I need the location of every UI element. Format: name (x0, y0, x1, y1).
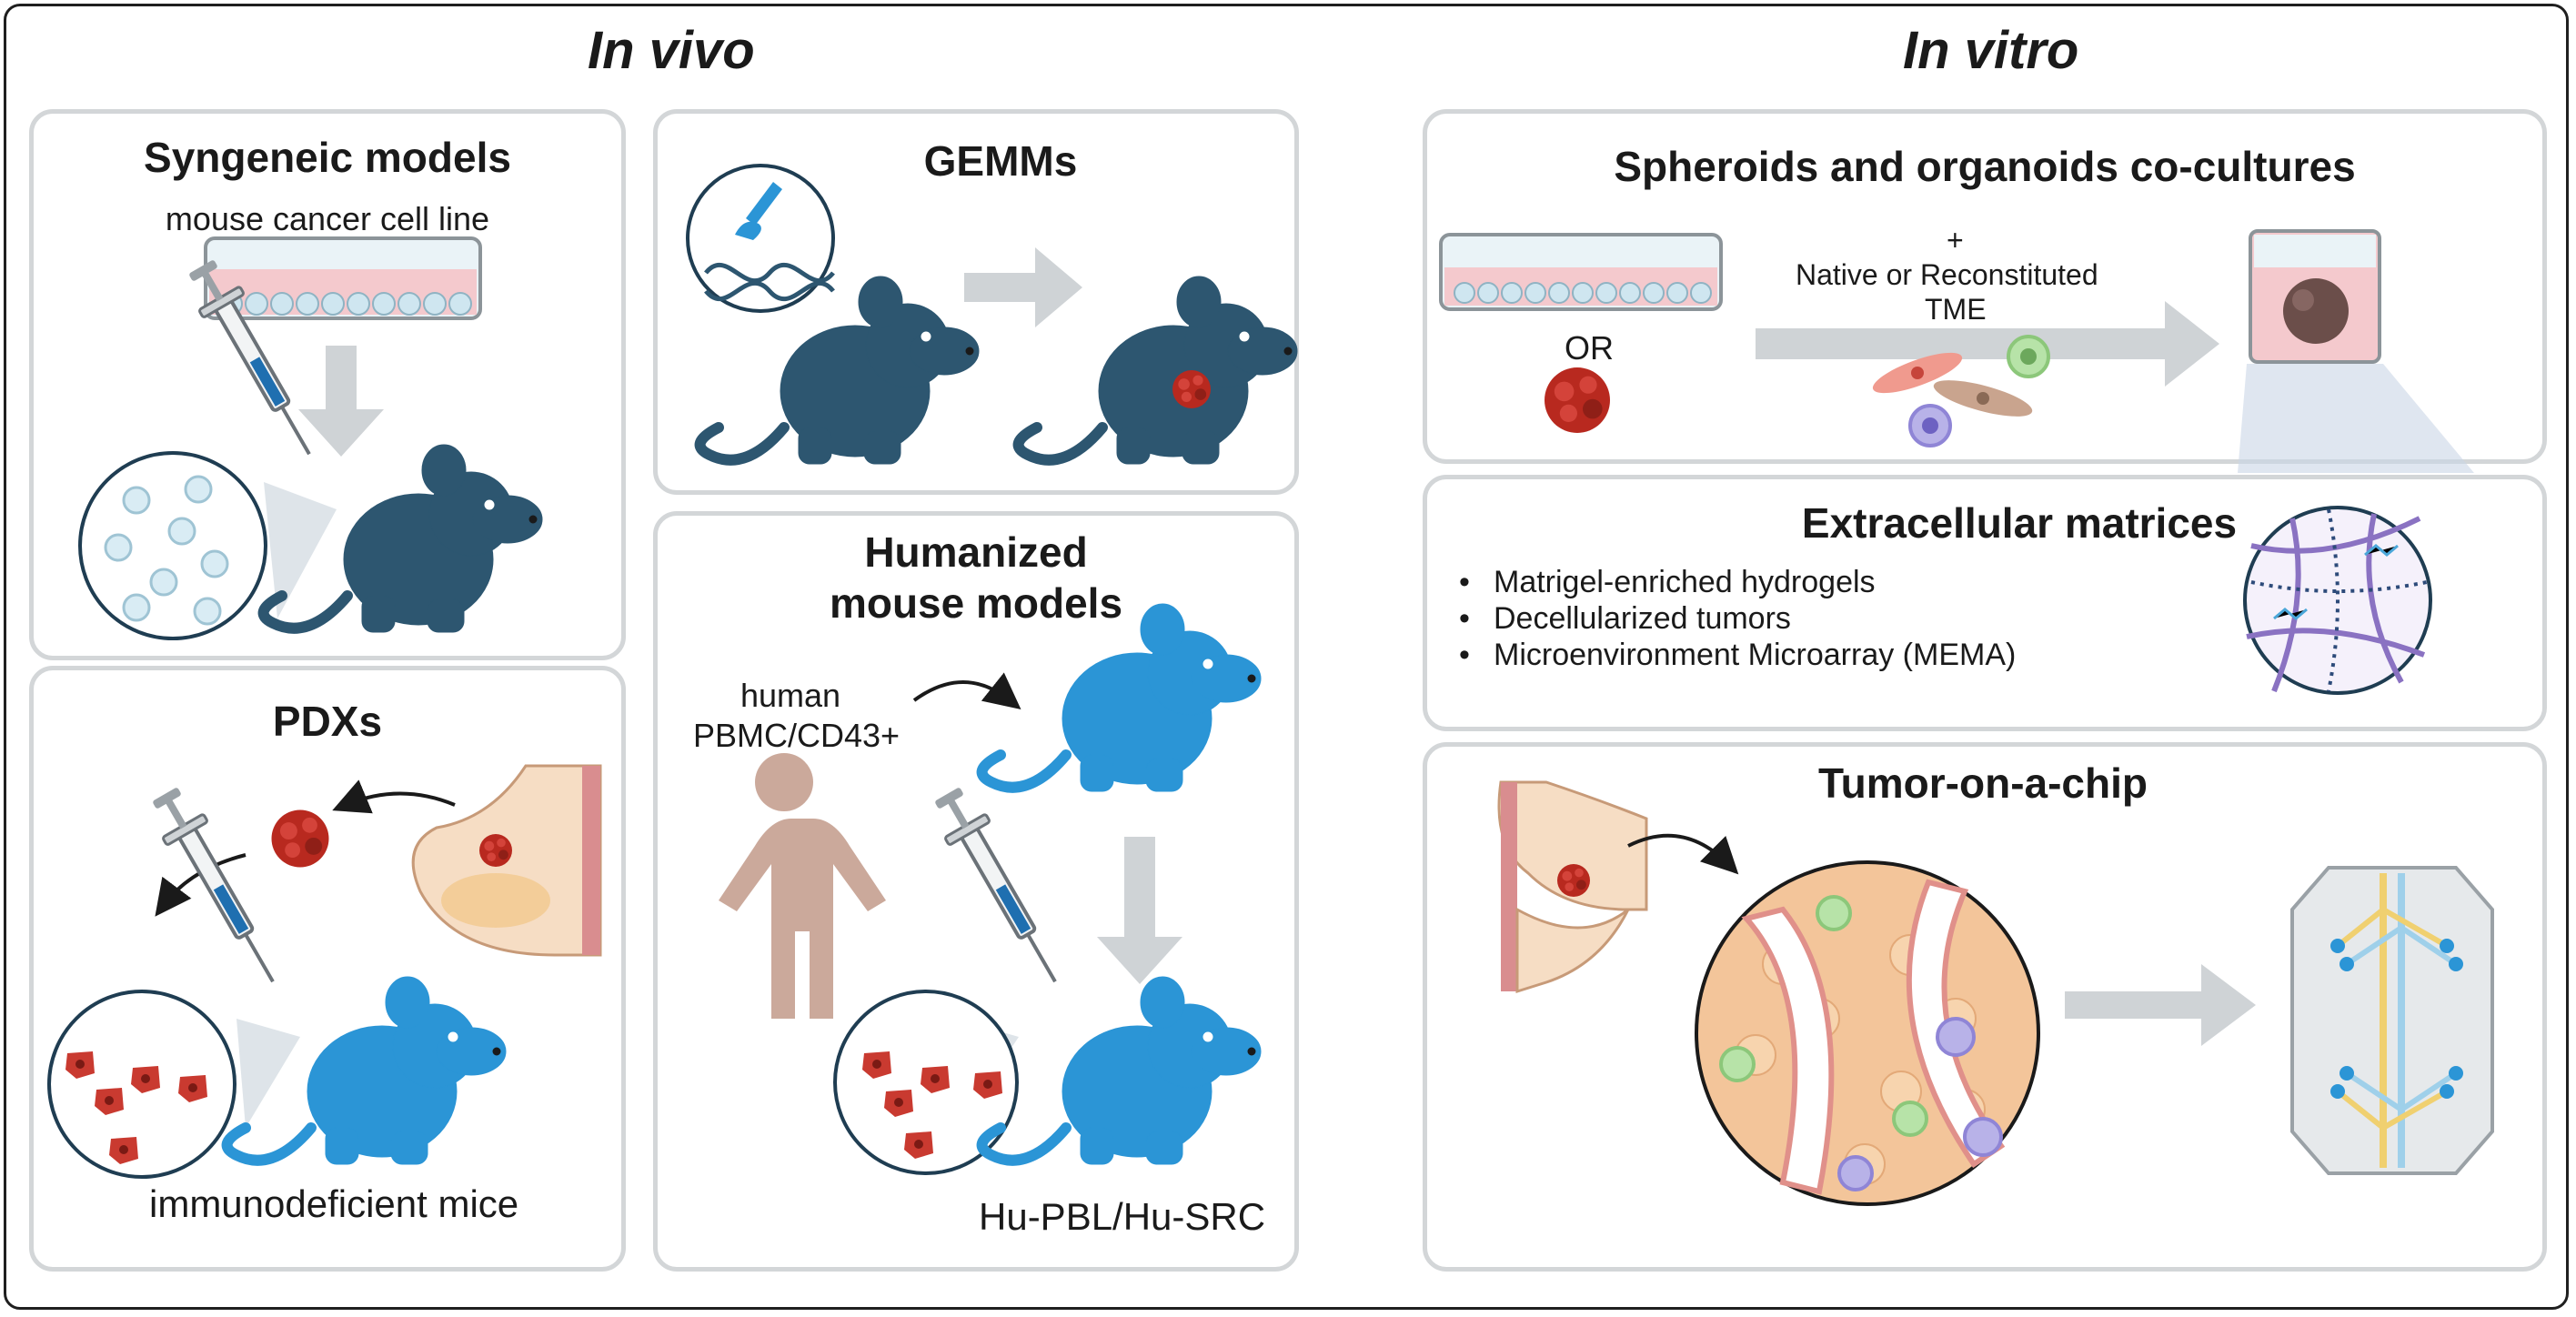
syngeneic-panel (29, 109, 626, 660)
pdxs-title: PDXs (272, 698, 383, 745)
humanized-title-line2: mouse models (829, 579, 1123, 627)
in-vivo-title: In vivo (588, 21, 755, 80)
humanized-title-line1: Humanized (864, 528, 1088, 576)
tme-label-line2: TME (1925, 293, 1987, 326)
chip-title: Tumor-on-a-chip (1818, 759, 2148, 807)
in-vitro-title: In vitro (1903, 21, 2079, 80)
human-label-line2: PBMC/CD43+ (693, 717, 901, 754)
syngeneic-title: Syngeneic models (144, 134, 511, 181)
ecm-list: Matrigel-enriched hydrogels Decellulariz… (1455, 564, 2016, 673)
humanized-caption: Hu-PBL/Hu-SRC (979, 1195, 1266, 1238)
syngeneic-caption: mouse cancer cell line (165, 200, 490, 237)
ecm-item: Matrigel-enriched hydrogels (1455, 564, 2016, 600)
gemms-title: GEMMs (923, 137, 1078, 185)
ecm-item: Microenvironment Microarray (MEMA) (1455, 637, 2016, 673)
plus-label: + (1947, 224, 1964, 256)
pdxs-caption: immunodeficient mice (149, 1182, 519, 1225)
ecm-title: Extracellular matrices (1801, 499, 2238, 547)
chip-panel (1423, 742, 2547, 1272)
pdxs-panel (29, 666, 626, 1272)
human-label-line1: human (740, 677, 841, 714)
ecm-item: Decellularized tumors (1455, 600, 2016, 637)
spheroids-title: Spheroids and organoids co-cultures (1614, 143, 2356, 190)
tme-label-line1: Native or Reconstituted (1796, 258, 2098, 291)
or-label: OR (1565, 329, 1614, 367)
